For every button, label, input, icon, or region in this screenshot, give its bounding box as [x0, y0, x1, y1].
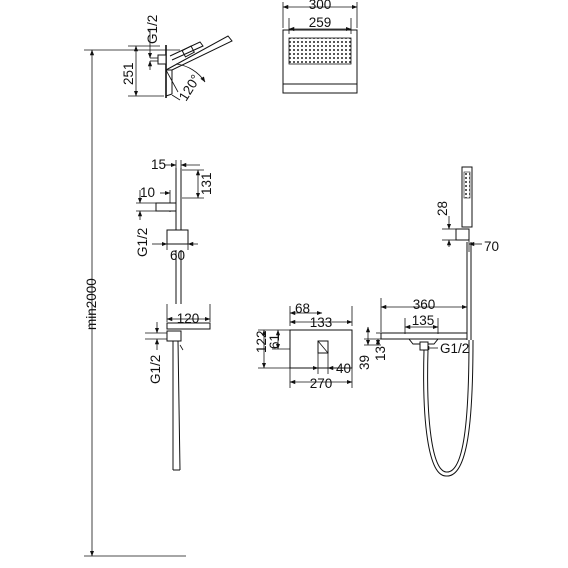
handshower-width-label: 70 [484, 239, 499, 254]
rain-head-angle-label: 120° [176, 72, 204, 104]
tray-height-label: 39 [357, 355, 372, 370]
overall-height-label: min2000 [84, 278, 99, 330]
rain-head-front-view: 300 259 [282, 0, 358, 94]
tray-inner-length-label: 135 [412, 313, 435, 328]
rain-head-outer-width-label: 300 [309, 0, 332, 12]
spout-thread-label: G1/2 [148, 355, 163, 384]
rain-head-inner-width-label: 259 [309, 15, 332, 30]
mixer-plate-view: 68 133 122 61 40 270 [254, 301, 353, 391]
mixer-handle-label: 40 [336, 361, 351, 376]
tray-thread-label: G1/2 [440, 341, 469, 356]
shower-arm-view: 15 131 10 G1/2 60 [135, 157, 214, 304]
rain-head-thread-label: G1/2 [145, 15, 160, 44]
arm-thread-label: G1/2 [135, 228, 150, 257]
mixer-outer-width-label: 270 [310, 376, 333, 391]
tray-length-label: 360 [413, 297, 436, 312]
rain-head-height-label: 251 [121, 62, 136, 85]
mixer-inner-width-label: 133 [310, 315, 333, 330]
tray-handshower-view: 360 135 39 13 G1/2 28 [357, 166, 499, 477]
mixer-inner-height-label: 61 [267, 334, 282, 349]
arm-height-label: 131 [199, 172, 214, 195]
arm-width-label: 60 [170, 248, 185, 263]
arm-wall-offset-label: 15 [151, 157, 166, 172]
rain-head-side-view: 120° 251 G1/2 [121, 15, 233, 104]
tray-thickness-label: 13 [373, 346, 388, 361]
spout-view: 120 G1/2 [145, 304, 211, 471]
handshower-height-label: 28 [435, 201, 450, 216]
mixer-offset-label: 68 [295, 301, 310, 316]
mixer-outer-height-label: 122 [254, 330, 269, 353]
arm-depth-label: 10 [140, 185, 155, 200]
spout-width-label: 120 [177, 311, 200, 326]
overall-height-dimension: min2000 [84, 49, 186, 557]
